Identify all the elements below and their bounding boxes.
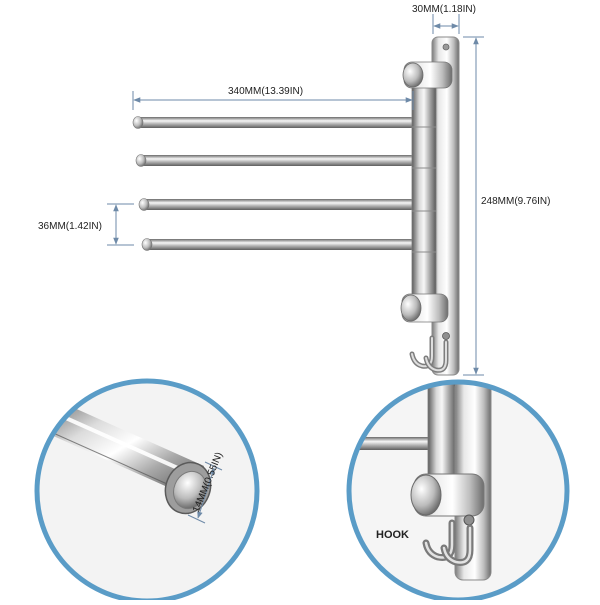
hook-callout-label: HOOK (376, 529, 409, 541)
top-mount-knob (402, 61, 453, 89)
bar-length-label: 340MM(13.39IN) (228, 86, 304, 97)
top-width-label: 30MM(1.18IN) (412, 4, 476, 15)
towel-bar (138, 198, 416, 211)
bar-spacing-label: 36MM(1.42IN) (38, 221, 102, 232)
towel-bar (135, 154, 416, 167)
bottom-mount-knob (400, 293, 449, 323)
dimension-lines (107, 14, 484, 376)
hook-pair (409, 332, 450, 373)
zoom-circle-bar-tip (34, 378, 260, 604)
pivot-column (411, 82, 437, 298)
zoom-circle-hook (346, 379, 570, 603)
total-height-label: 248MM(9.76IN) (481, 196, 551, 207)
towel-bars (132, 116, 416, 251)
towel-bar (141, 238, 416, 251)
towel-bar (132, 116, 416, 129)
